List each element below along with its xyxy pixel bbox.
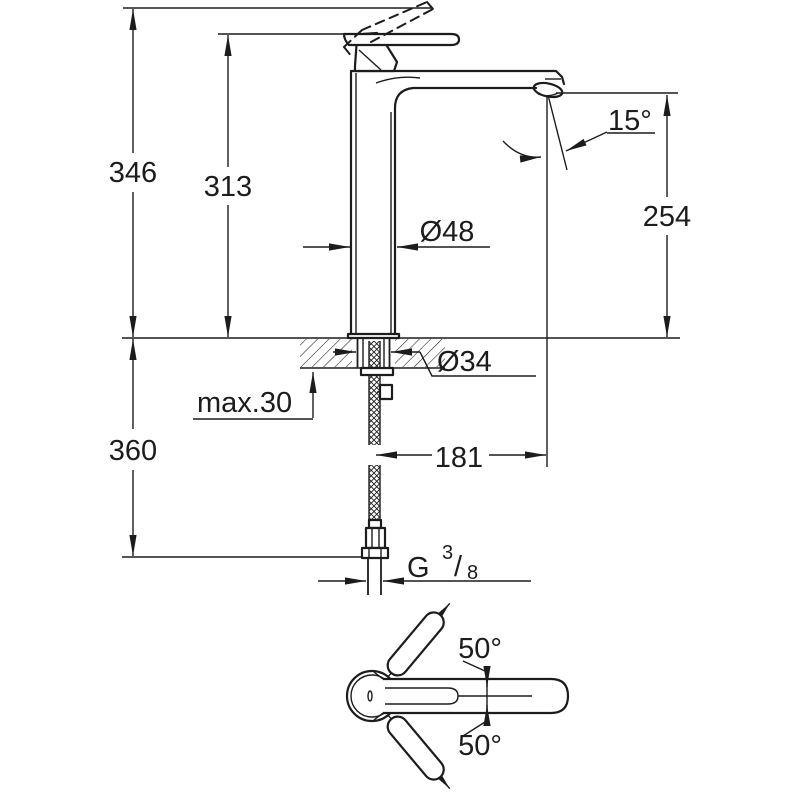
dim-15deg-arc-arrow xyxy=(502,140,542,163)
dim-313: 313 xyxy=(204,35,252,337)
fitting-hex xyxy=(364,526,387,550)
dim-50-up: 50° xyxy=(458,633,502,726)
countertop-section xyxy=(122,337,680,369)
body-outline xyxy=(349,69,566,336)
stream-angle-line xyxy=(547,94,568,171)
dim-346: 346 xyxy=(109,9,157,337)
flex-hose-braid xyxy=(369,341,380,520)
logo-mark xyxy=(367,690,373,702)
handle-swung-up-outline xyxy=(386,611,445,677)
dim-181-gap xyxy=(364,445,384,465)
handle-lever xyxy=(342,32,461,47)
front-view xyxy=(122,1,680,595)
dim-254: 254 xyxy=(643,95,691,337)
faucet-body xyxy=(346,69,566,340)
dim-g38-label: G 3 / 8 xyxy=(407,542,478,584)
dimensions: 346 313 360 254 Ø48 xyxy=(109,7,691,585)
handle-raised-left-dash2 xyxy=(343,46,353,58)
fitting-nut xyxy=(360,546,390,560)
dim-15deg-label: 15° xyxy=(608,105,652,137)
dim-d48: Ø48 xyxy=(303,216,490,251)
handle-swung-down-outline xyxy=(386,715,445,781)
hub-notch-top xyxy=(373,671,384,680)
countertop-hatch-left xyxy=(300,339,352,367)
dim-15deg-leader-arrow xyxy=(565,131,608,152)
dim-max30-label: max.30 xyxy=(197,387,292,419)
mounting-nut xyxy=(359,366,395,377)
dim-15deg: 15° xyxy=(502,105,655,163)
dim-181: 181 xyxy=(364,442,546,474)
dim-d34-leader xyxy=(419,351,536,377)
dim-g38: G 3 / 8 xyxy=(318,542,531,585)
dim-50-down: 50° xyxy=(458,721,502,762)
dim-d34-label: Ø34 xyxy=(437,346,492,378)
handle-swung-up xyxy=(384,602,451,682)
hose-end-fitting xyxy=(360,518,390,595)
body-highlight-arc xyxy=(375,76,421,84)
mounting-shank xyxy=(356,338,395,520)
hose-side-tab xyxy=(378,383,394,401)
handle-hub-crease xyxy=(358,49,382,71)
handle-raised-left-dash1 xyxy=(343,29,363,48)
dim-50-down-label: 50° xyxy=(458,730,502,762)
spout-underside xyxy=(393,86,538,336)
dim-50-up-leader xyxy=(462,660,486,672)
base-flange xyxy=(346,332,401,340)
handle-raised-bottom-dash xyxy=(370,8,434,43)
handle-raised-top-dash xyxy=(361,1,428,31)
dim-50-down-leader xyxy=(462,721,486,737)
dim-360-label: 360 xyxy=(109,435,157,467)
dim-181-label: 181 xyxy=(435,442,483,474)
handle-swung-down xyxy=(384,710,451,790)
dim-max30: max.30 xyxy=(193,372,317,420)
top-view: 50° 50° xyxy=(345,602,570,790)
dim-50-up-label: 50° xyxy=(458,633,502,665)
dim-d34: Ø34 xyxy=(333,346,536,378)
fitting-collar xyxy=(367,518,383,530)
handle-front xyxy=(342,1,461,73)
dim-360: 360 xyxy=(109,339,157,556)
dim-346-label: 346 xyxy=(109,157,157,189)
dim-d48-label: Ø48 xyxy=(420,216,475,248)
handle-top-straight xyxy=(373,671,570,721)
hub-notch-bottom xyxy=(373,712,384,721)
dim-254-label: 254 xyxy=(643,201,691,233)
dim-313-label: 313 xyxy=(204,171,252,203)
